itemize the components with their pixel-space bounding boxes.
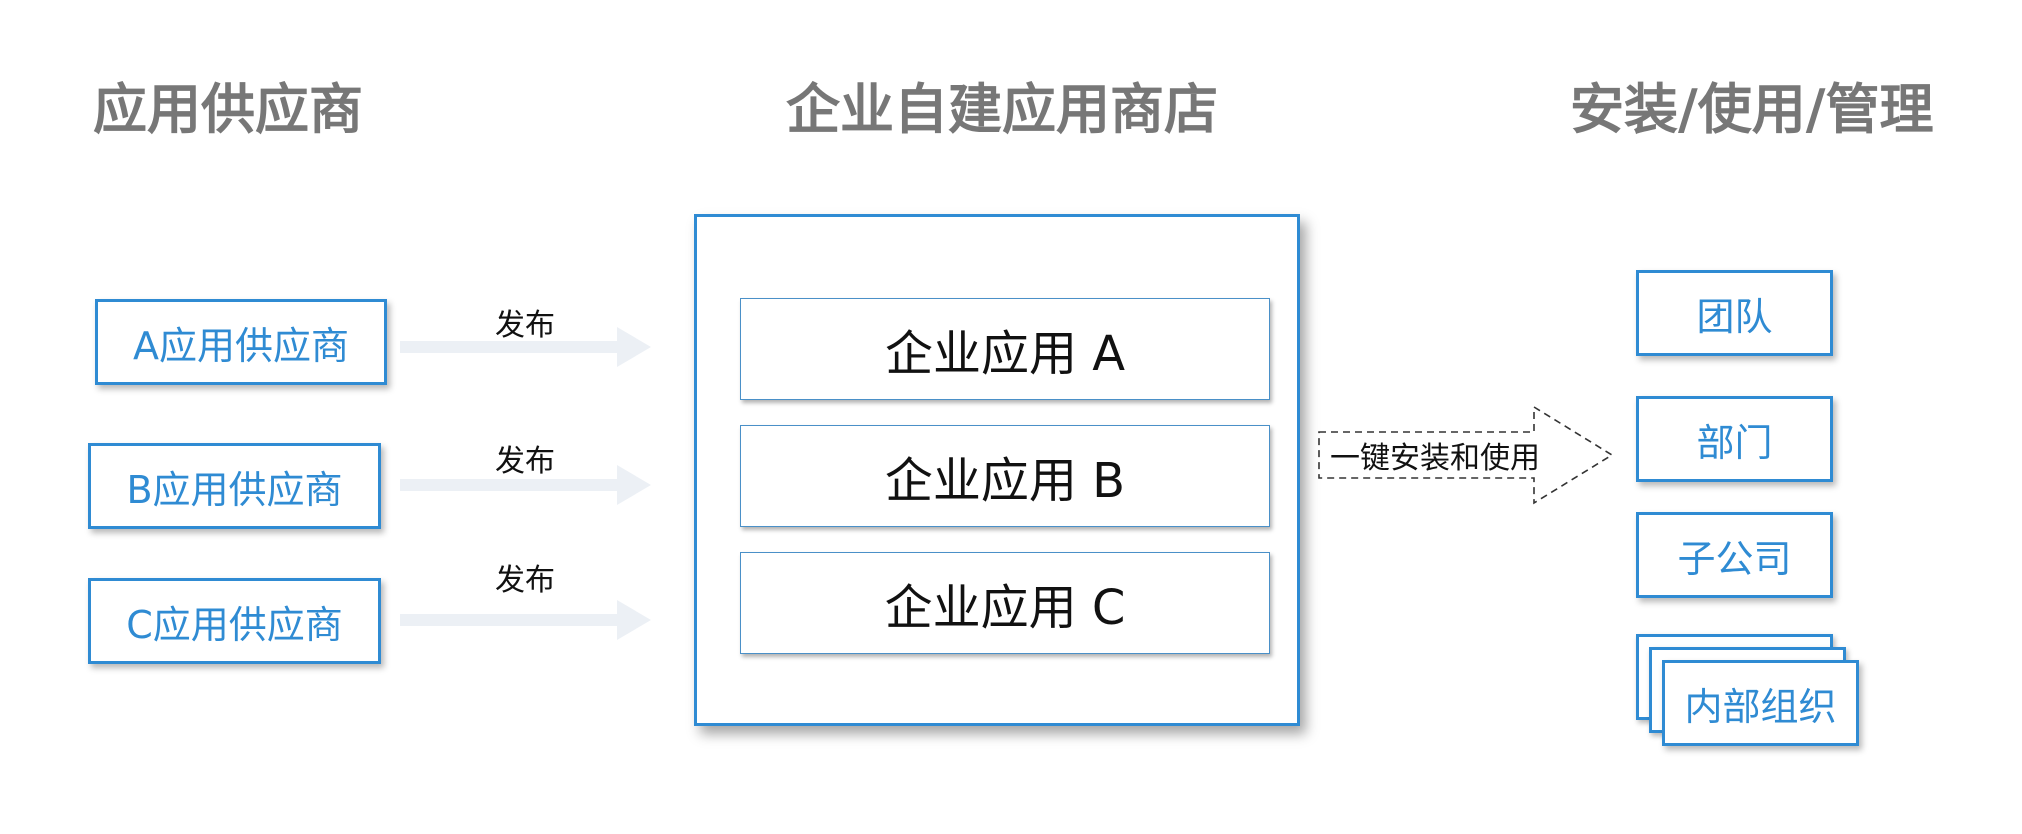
- publish-arrow-c: [400, 600, 651, 640]
- store-app-a-label: 企业应用 A: [884, 326, 1126, 382]
- target-department-label: 部门: [1696, 420, 1773, 465]
- provider-a-label: A应用供应商: [133, 323, 349, 368]
- target-department: 部门: [1636, 396, 1833, 482]
- target-internal-org-label: 内部组织: [1684, 684, 1837, 729]
- publish-label-a: 发布: [495, 308, 555, 343]
- arrow-shaft: [400, 479, 618, 491]
- install-arrow-label: 一键安装和使用: [1330, 441, 1540, 476]
- heading-providers: 应用供应商: [93, 78, 363, 141]
- publish-arrow-a: [400, 327, 651, 367]
- arrow-head: [617, 465, 651, 505]
- publish-label-b: 发布: [495, 444, 555, 479]
- provider-c-label: C应用供应商: [126, 602, 343, 647]
- target-subsidiary-label: 子公司: [1677, 536, 1792, 581]
- store-app-a: 企业应用 A: [740, 298, 1270, 400]
- provider-b-label: B应用供应商: [126, 467, 343, 512]
- publish-label-c: 发布: [495, 563, 555, 598]
- heading-usage: 安装/使用/管理: [1570, 78, 1934, 141]
- arrow-shaft: [400, 614, 618, 626]
- install-arrow-outline: [1318, 405, 1614, 505]
- arrow-shaft: [400, 341, 618, 353]
- arrow-head: [617, 600, 651, 640]
- heading-store: 企业自建应用商店: [786, 78, 1218, 141]
- install-arrow: [1318, 405, 1614, 505]
- publish-arrow-b: [400, 465, 651, 505]
- provider-b-box: B应用供应商: [88, 443, 381, 529]
- store-app-b-label: 企业应用 B: [884, 453, 1126, 509]
- store-app-c-label: 企业应用 C: [884, 580, 1126, 636]
- target-team-label: 团队: [1696, 294, 1773, 339]
- store-app-b: 企业应用 B: [740, 425, 1270, 527]
- target-subsidiary: 子公司: [1636, 512, 1833, 598]
- provider-a-box: A应用供应商: [95, 299, 387, 385]
- store-app-c: 企业应用 C: [740, 552, 1270, 654]
- target-team: 团队: [1636, 270, 1833, 356]
- store-container: 企业应用 A 企业应用 B 企业应用 C: [694, 214, 1300, 726]
- provider-c-box: C应用供应商: [88, 578, 381, 664]
- arrow-head: [617, 327, 651, 367]
- target-internal-org: 内部组织: [1662, 660, 1859, 746]
